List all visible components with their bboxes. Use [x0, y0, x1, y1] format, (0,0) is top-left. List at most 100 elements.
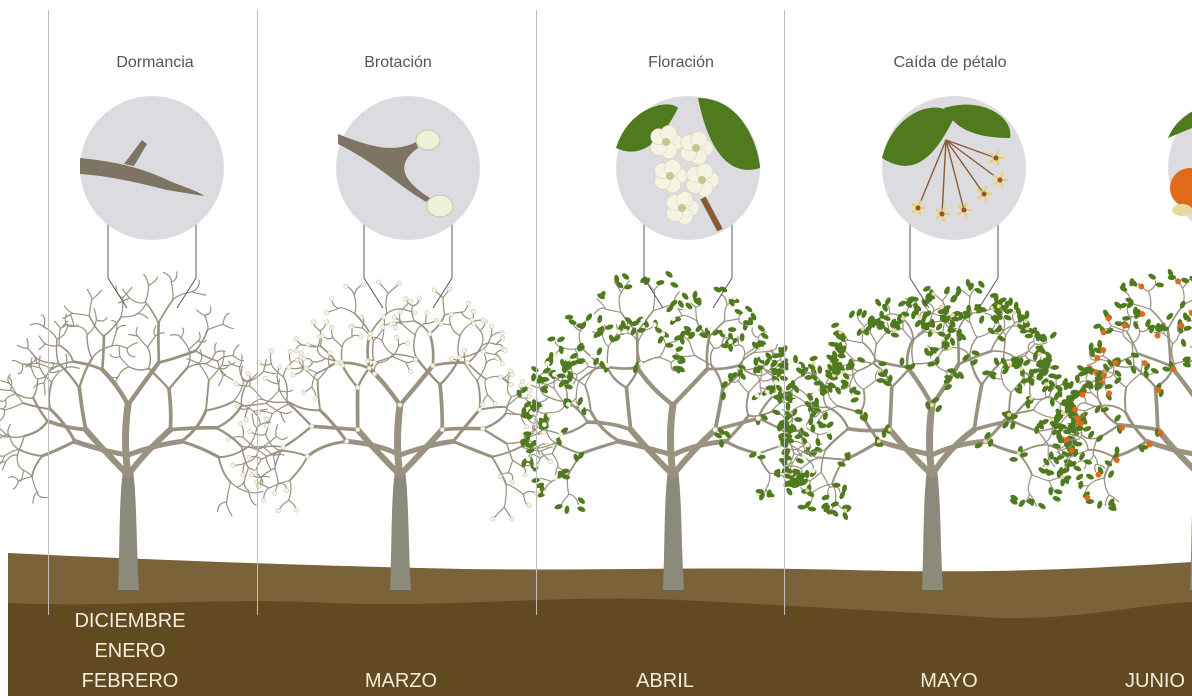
tree-branch: [137, 335, 149, 348]
tree-branch: [1008, 409, 1035, 416]
bud-mark: [304, 453, 310, 459]
tree-branch: [268, 479, 291, 489]
leaf-mark: [728, 298, 735, 307]
leaf-mark: [958, 311, 964, 321]
tree-branch: [111, 344, 128, 350]
tree-branch: [261, 467, 276, 477]
leaf-mark: [1041, 385, 1049, 393]
leaf-mark: [937, 331, 946, 337]
leaf-mark: [769, 385, 776, 394]
leaf-mark: [540, 387, 549, 394]
bud-mark: [380, 324, 386, 330]
tree-branch: [32, 491, 39, 504]
tree-branch: [27, 347, 38, 360]
bud-mark: [522, 472, 528, 478]
tree-branch: [179, 439, 221, 459]
leaf-mark: [823, 505, 831, 513]
tree-branch: [248, 385, 263, 400]
tree-branch: [57, 362, 81, 390]
tree-branch: [1131, 303, 1152, 310]
leaf-mark: [683, 325, 692, 332]
tree-branch: [143, 274, 150, 287]
bud-mark: [262, 375, 268, 381]
tree-branch: [341, 364, 359, 389]
tree-branch: [55, 338, 60, 365]
leaf-mark: [810, 424, 816, 433]
bud-mark: [358, 333, 364, 339]
tree-branch: [93, 308, 97, 321]
flower-mark: [826, 429, 832, 435]
tree-branch: [36, 357, 60, 365]
leaf-mark: [832, 350, 838, 359]
flower-mark: [796, 363, 802, 369]
leaf-mark: [848, 358, 854, 368]
bud-mark: [329, 296, 335, 302]
tree-branch: [167, 387, 173, 432]
tree-branch: [1101, 404, 1127, 414]
leaf-mark: [753, 366, 761, 374]
tree-branch: [1162, 332, 1174, 345]
bud-mark: [480, 349, 486, 355]
tree-trunk: [663, 470, 684, 590]
leaf-mark: [748, 452, 757, 458]
leaf-mark: [1104, 460, 1113, 467]
stage-title-dormancia: Dormancia: [116, 54, 194, 71]
leaf-mark: [597, 314, 603, 324]
tree-branch: [1111, 329, 1124, 334]
tree-branch: [1170, 343, 1176, 365]
tree-branch: [191, 280, 200, 293]
tree-branch: [1139, 359, 1143, 375]
tree-branch: [1147, 290, 1152, 310]
leaf-mark: [1093, 323, 1102, 329]
leaf-mark: [637, 327, 646, 333]
tree-branch: [338, 307, 356, 315]
flower-mark: [931, 291, 936, 296]
fruit-icon: [1168, 111, 1192, 216]
tree-branch: [941, 291, 951, 302]
leaf-mark: [1147, 324, 1156, 330]
flower-mark: [892, 328, 897, 333]
bud-mark: [499, 360, 505, 366]
leaf-mark: [978, 280, 985, 288]
tree-branch: [144, 301, 160, 324]
leaf-mark: [1129, 278, 1135, 287]
tree-branch: [232, 344, 240, 357]
tree-branch: [180, 327, 185, 339]
leaf-mark: [1096, 434, 1104, 442]
leaf-mark: [1182, 312, 1188, 321]
bud-mark: [447, 286, 453, 292]
leaf-mark: [934, 356, 940, 365]
leaf-mark: [781, 450, 790, 456]
leaf-mark: [833, 367, 839, 376]
fruit-mark: [1121, 322, 1128, 329]
tree-branch: [753, 350, 770, 353]
flower-mark: [687, 298, 693, 303]
leaf-mark: [804, 469, 810, 479]
tree-branch: [484, 378, 489, 396]
fruit-mark: [1079, 391, 1086, 398]
leaf-mark: [817, 365, 823, 374]
flower-mark: [724, 376, 729, 382]
tree-branch: [481, 342, 497, 347]
tree-branch: [40, 314, 46, 328]
tree-branch: [8, 377, 13, 391]
bud-mark: [367, 335, 373, 341]
bud-mark: [381, 314, 387, 320]
tree-branch: [331, 336, 343, 348]
tree-branch: [262, 435, 277, 448]
tree-trunk: [390, 470, 411, 590]
tree-branch: [1094, 463, 1099, 473]
leaf-mark: [1104, 384, 1113, 389]
bud-mark: [433, 317, 439, 323]
tree-branch: [23, 419, 49, 438]
tree-branch: [575, 365, 589, 376]
bud-mark: [397, 402, 403, 408]
tree-branch: [204, 314, 209, 331]
bud-mark: [290, 372, 296, 378]
leaf-mark: [856, 308, 863, 317]
bud-mark: [277, 364, 283, 370]
leaf-mark: [1155, 282, 1164, 288]
fruit-mark: [1063, 436, 1070, 443]
leaf-mark: [724, 430, 731, 439]
tree-branch: [1027, 474, 1033, 495]
